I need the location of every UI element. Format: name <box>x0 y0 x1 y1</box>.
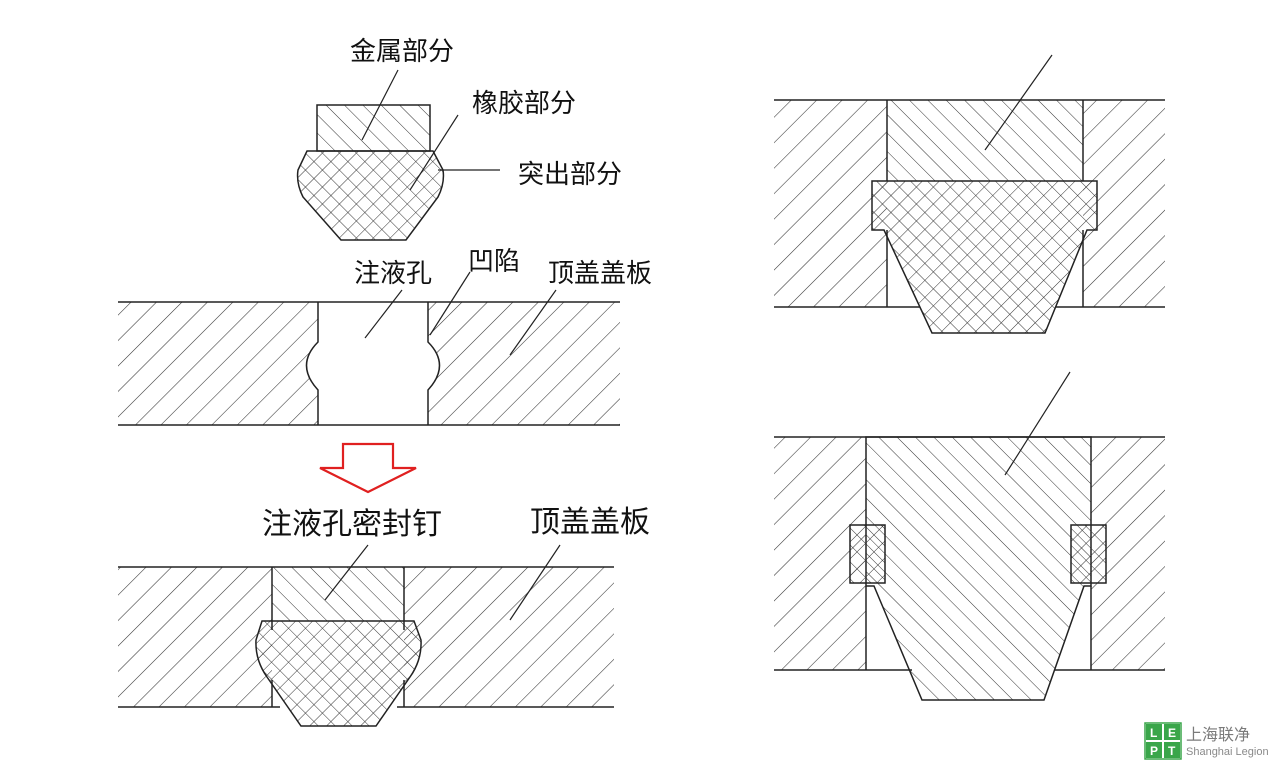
leader-lines-bottom <box>324 544 561 621</box>
leader-lines-top <box>361 69 500 191</box>
nail-metal-part <box>272 567 404 621</box>
top-cover-plate-with-hole <box>118 301 620 426</box>
leader-line-lower <box>1004 371 1071 476</box>
right-section-upper <box>774 54 1165 334</box>
sealed-top-cover-plate <box>118 566 614 727</box>
seal-nail-standalone <box>296 104 445 241</box>
plate-left-section <box>118 302 318 425</box>
leader-line-upper <box>984 54 1053 151</box>
label-fill-hole: 注液孔 <box>354 259 432 289</box>
label-protruding-part: 突出部分 <box>518 160 622 190</box>
nail-rubber-part <box>255 620 422 727</box>
label-seal-nail: 注液孔密封钉 <box>262 507 442 542</box>
label-recess: 凹陷 <box>468 247 520 277</box>
svg-text:P: P <box>1150 744 1158 758</box>
fill-hole-left-wall <box>305 302 319 425</box>
plate-right-section <box>428 302 620 425</box>
rubber-part <box>296 150 445 241</box>
metal-part <box>316 104 431 152</box>
down-arrow <box>319 442 417 494</box>
rubber-plug-upper <box>871 180 1098 334</box>
rubber-ring-left <box>849 524 886 584</box>
label-metal-part: 金属部分 <box>350 37 454 67</box>
logo-english-name: Shanghai Legion <box>1186 746 1269 758</box>
svg-text:T: T <box>1168 744 1176 758</box>
right-section-lower <box>774 371 1165 701</box>
fill-hole-right-wall <box>427 302 441 425</box>
label-rubber-part: 橡胶部分 <box>472 89 576 119</box>
leader-lines-middle <box>364 271 557 356</box>
company-logo: L E P T 上海联净 Shanghai Legion <box>1144 722 1269 760</box>
svg-text:L: L <box>1150 726 1157 740</box>
label-top-cover-plate-2: 顶盖盖板 <box>530 505 650 540</box>
svg-text:E: E <box>1168 726 1176 740</box>
metal-plug-lower <box>865 436 1092 701</box>
rubber-ring-right <box>1070 524 1107 584</box>
logo-chinese-name: 上海联净 <box>1186 725 1250 744</box>
label-top-cover-plate: 顶盖盖板 <box>548 259 652 289</box>
